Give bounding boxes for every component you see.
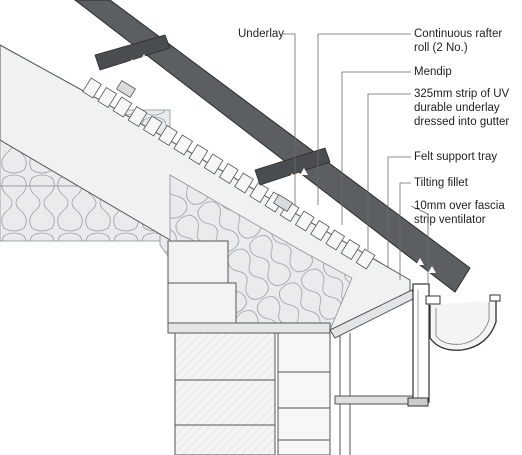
- label-felt-support-tray: Felt support tray: [414, 151, 498, 163]
- vent-block: [355, 248, 376, 270]
- tile-clip-marks: [128, 54, 436, 273]
- vent-block: [158, 124, 178, 147]
- label-tilting-fillet: Tilting fillet: [414, 177, 468, 189]
- tile-clip-mark: [128, 59, 136, 66]
- vent-block: [142, 115, 163, 137]
- label-underlay: Underlay: [238, 28, 285, 40]
- tile-clip-mark: [300, 168, 308, 175]
- tile-clip-mark: [416, 258, 424, 265]
- battens: [116, 79, 293, 213]
- outer-wall: [277, 332, 351, 455]
- vent-block: [82, 77, 102, 99]
- vent-block: [173, 134, 194, 156]
- tile-clip-mark: [428, 266, 436, 273]
- label-fascia-vent-line1: 10mm over fascia: [414, 200, 505, 212]
- vent-block: [218, 162, 239, 185]
- vent-block: [325, 229, 346, 251]
- vent-block: [188, 143, 209, 166]
- label-rafter-roll-line1: Continuous rafter: [414, 28, 503, 40]
- label-uv-strip-line1: 325mm strip of UV: [414, 88, 510, 100]
- inner-wall: [174, 332, 276, 455]
- tile-clip-mark: [288, 173, 296, 180]
- label-fascia-vent-line2: strip ventilator: [414, 214, 486, 226]
- vent-block: [97, 86, 118, 109]
- vent-block: [310, 219, 330, 242]
- vent-block: [249, 181, 270, 204]
- vent-blocks: [82, 77, 376, 270]
- label-mendip: Mendip: [414, 66, 452, 78]
- wall-plate: [167, 240, 331, 334]
- vent-block: [234, 172, 254, 194]
- vent-block: [340, 238, 361, 261]
- vent-block: [203, 153, 224, 175]
- fascia-board: [412, 283, 430, 403]
- vent-block: [127, 105, 148, 128]
- gutter: [425, 294, 501, 351]
- vent-block: [112, 96, 133, 118]
- fascia-strip-ventilator: [407, 397, 429, 407]
- label-rafter-roll-line2: roll (2 No.): [414, 42, 468, 54]
- roof-tiles: [74, 0, 471, 293]
- label-uv-strip-line3: dressed into gutter: [414, 116, 510, 128]
- tile-clip-mark: [140, 54, 148, 61]
- label-uv-strip-line2: durable underlay: [414, 102, 500, 114]
- leader-lines: [283, 33, 429, 283]
- vent-block: [294, 210, 315, 232]
